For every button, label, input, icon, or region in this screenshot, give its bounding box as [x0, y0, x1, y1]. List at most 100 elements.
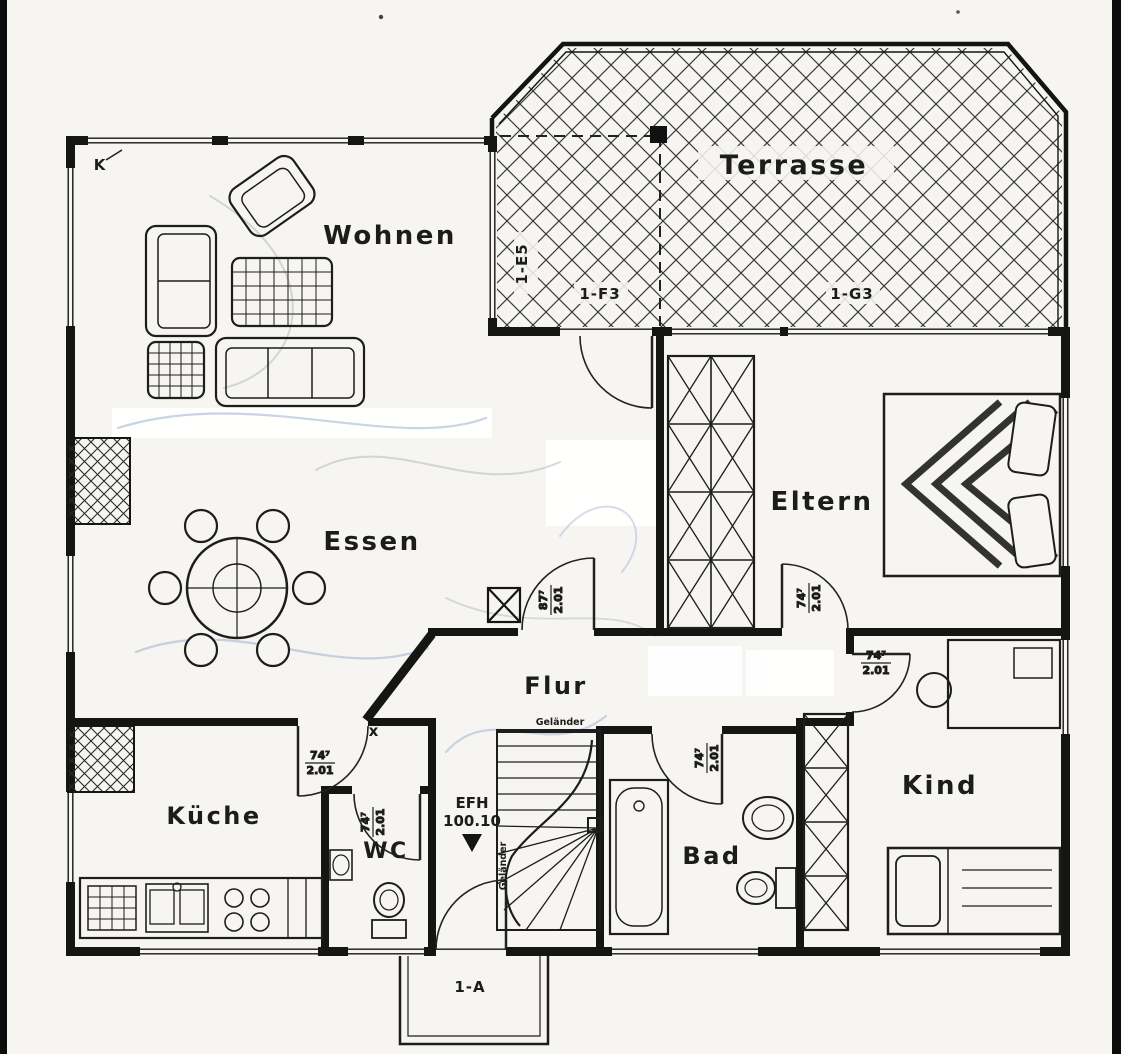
kitchen-dishwasher [87, 885, 137, 931]
svg-text:74⁷: 74⁷ [795, 588, 808, 608]
wall-eltern-south-a [664, 628, 782, 636]
wc-fixtures [329, 849, 407, 939]
axis-label-1g3: 1-G3 [830, 285, 873, 303]
kitchen-sink [145, 882, 209, 933]
bad-fixtures [608, 778, 797, 936]
dim-door-kind: 74⁷ 2.01 [861, 649, 891, 678]
room-label-terrasse: Terrasse [720, 150, 868, 181]
wall-wc-north-a [321, 786, 352, 794]
corner-mark-arrow [105, 149, 123, 161]
wall-left [66, 136, 75, 956]
entrance-porch [398, 956, 550, 1046]
desk-monitor [1013, 647, 1053, 679]
side-table [146, 340, 206, 400]
door-bad [651, 733, 724, 805]
wall-kind-west-upper-a [846, 628, 854, 654]
dining-chairs [147, 508, 327, 668]
wohnen-furniture [144, 154, 366, 408]
terrace-area [489, 41, 1069, 330]
doors [296, 335, 911, 951]
sofa-two-seat [144, 224, 218, 338]
bathtub [608, 778, 670, 936]
room-label-wc: WC [363, 839, 408, 864]
height-marker-name: EFH [455, 794, 488, 812]
wc-toilet-tank [371, 919, 407, 939]
room-label-kind: Kind [902, 771, 978, 801]
door-terrace [579, 335, 654, 409]
window-kueche-south [140, 947, 318, 956]
svg-text:87⁷: 87⁷ [537, 590, 550, 610]
room-label-essen: Essen [323, 527, 420, 557]
wardrobe-kind [802, 712, 850, 932]
door-flur-west [521, 557, 596, 631]
bad-sink [742, 796, 794, 840]
window-eltern-terrace [788, 327, 1048, 336]
wall-eltern-south-b [850, 628, 1061, 636]
wall-wc-north-b [420, 786, 436, 794]
axis-label-1a: 1-A [454, 978, 485, 996]
pillow [1007, 493, 1057, 569]
svg-text:2.01: 2.01 [374, 808, 387, 835]
svg-text:74⁷: 74⁷ [693, 748, 706, 768]
wall-kind-west [796, 718, 804, 956]
room-label-wohnen: Wohnen [323, 221, 457, 251]
wall-kueche-north-b [368, 718, 436, 726]
whiteout-patches [112, 408, 834, 696]
axis-label-1e5: 1-E5 [513, 243, 531, 284]
window-wohnen-west [66, 168, 75, 326]
terrace-edge-inner [498, 51, 1059, 327]
window-essen-west [66, 556, 75, 652]
label-halos [514, 146, 894, 304]
terrace-edge-outer [490, 41, 1069, 330]
window-kind-east [1061, 640, 1070, 734]
child-pillow [895, 855, 941, 927]
window-wc-south [348, 947, 424, 956]
terrace-door-opening [560, 327, 652, 336]
height-marker-value: 100.10 [443, 812, 501, 830]
wardrobe-eltern [666, 354, 756, 630]
svg-text:2.01: 2.01 [306, 764, 333, 777]
stairs-railing-curve [504, 739, 594, 927]
door-kueche [296, 725, 369, 797]
wall-bad-north-a [596, 726, 652, 734]
essen-furniture [147, 508, 327, 668]
pen-scribbles [116, 195, 657, 754]
window-kind-south [880, 947, 1040, 956]
dim-door-kueche: 74⁷ 2.01 [305, 749, 335, 778]
wall-entry-east [428, 718, 436, 956]
railing-label-top: Geländer [536, 717, 585, 728]
wall-kind-west-upper-b [846, 712, 854, 726]
wall-bad-north-b [722, 726, 804, 734]
terrace-column [650, 126, 667, 143]
coffee-table [230, 256, 334, 328]
svg-text:2.01: 2.01 [708, 744, 721, 771]
armchair [228, 154, 316, 238]
wall-flur-north-b [594, 628, 664, 636]
wc-sink [329, 849, 353, 881]
wc-toilet [373, 882, 405, 918]
kind-furniture [886, 638, 1062, 936]
wall-wc-west [321, 786, 329, 956]
room-label-bad: Bad [682, 842, 741, 870]
svg-text:74⁷: 74⁷ [310, 749, 330, 762]
window-wohnen-north-2 [228, 136, 348, 145]
height-marker-triangle-icon [462, 834, 482, 852]
window-eltern-east [1061, 398, 1070, 566]
window-kueche-west [66, 792, 75, 882]
window-flur-terrace [672, 327, 780, 336]
door-eltern [780, 563, 849, 631]
desk [946, 638, 1062, 730]
window-wohnen-north-3 [364, 136, 484, 145]
bathtub-drain [633, 800, 645, 812]
room-label-kueche: Küche [166, 802, 261, 830]
window-wohnen-terrace [488, 152, 497, 318]
windows [66, 136, 1070, 956]
bad-toilet [736, 871, 776, 905]
dim-door-eltern: 74⁷ 2.01 [795, 583, 824, 613]
svg-text:74⁷: 74⁷ [866, 649, 886, 662]
pillow [1007, 401, 1057, 477]
stairs-newel [587, 817, 603, 833]
